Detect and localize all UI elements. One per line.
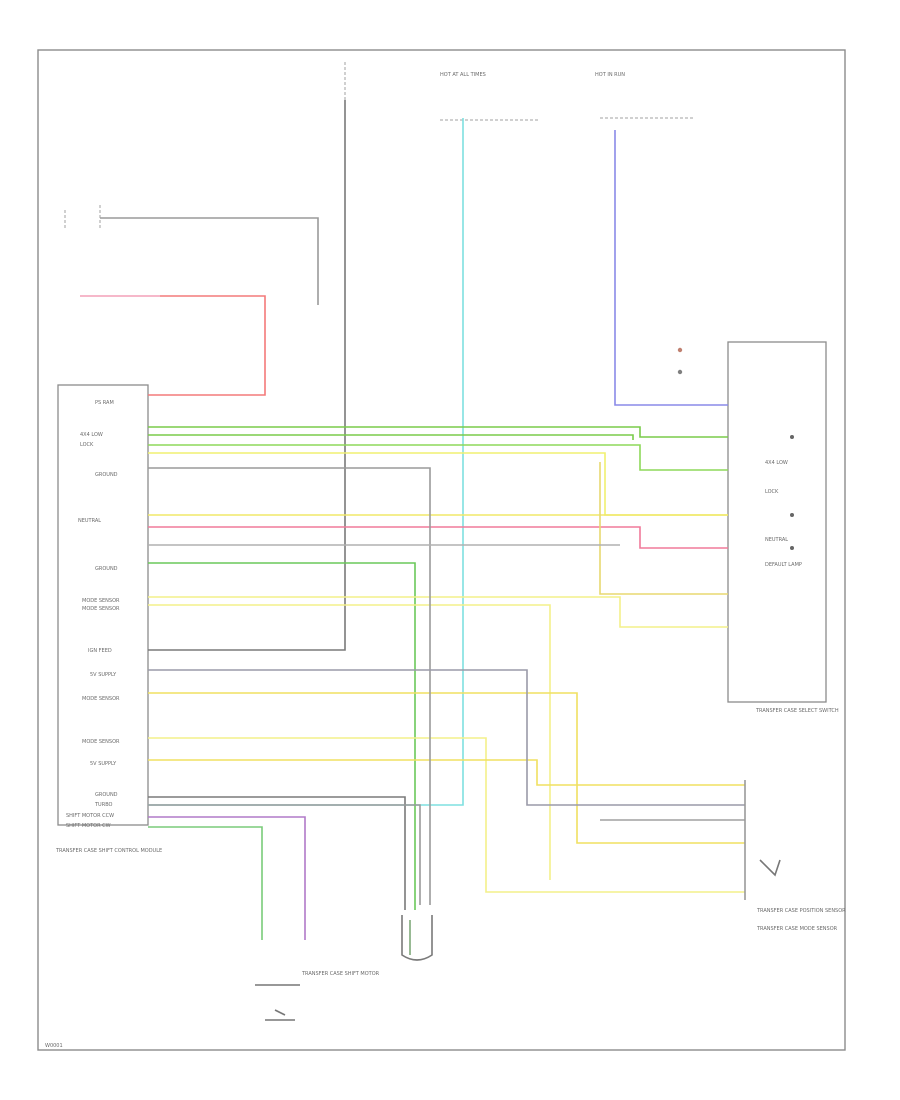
wire-gray-4 [148, 804, 421, 905]
pin-label: 5V SUPPLY [90, 672, 117, 678]
connector-dot [790, 513, 794, 517]
pin-label: GROUND [95, 792, 118, 798]
wire-black-top [148, 100, 346, 651]
wire-yellow-5 [148, 692, 745, 844]
wires [80, 100, 745, 940]
motor-symbol [255, 984, 300, 1021]
pin-label: PS RAM [95, 400, 114, 406]
wire-gray-2 [148, 669, 745, 806]
module-title: TRANSFER CASE SHIFT CONTROL MODULE [55, 848, 162, 854]
cluster-item: NEUTRAL [765, 537, 788, 543]
pin-label: MODE SENSOR [82, 606, 120, 612]
cluster-title: TRANSFER CASE SELECT SWITCH [755, 708, 839, 714]
fuse-top-right-label: HOT IN RUN [595, 72, 625, 78]
diagram-frame [37, 49, 846, 1051]
pin-label: SHIFT MOTOR CW [66, 823, 111, 829]
wire-green-5 [148, 826, 263, 940]
pin-label: LOCK [80, 442, 94, 448]
wire-green-4 [148, 562, 416, 910]
connector-dot [677, 369, 683, 375]
pin-label: NEUTRAL [78, 518, 101, 524]
cluster-item: LOCK [765, 489, 779, 495]
wire-green-1 [148, 426, 728, 438]
pin-label: 5V SUPPLY [90, 761, 117, 767]
cluster-dots [677, 347, 794, 550]
fuse-top-center-label: HOT AT ALL TIMES [440, 72, 486, 78]
sensor-block-title: TRANSFER CASE POSITION SENSOR [756, 908, 846, 914]
footer-id: W0001 [45, 1043, 63, 1049]
wire-yellow-4 [148, 604, 551, 880]
shift-control-module [57, 384, 149, 826]
wire-yellow-1 [148, 452, 728, 516]
wire-yellow-6 [148, 737, 745, 893]
pin-label: MODE SENSOR [82, 739, 120, 745]
pin-label: GROUND [95, 566, 118, 572]
wire-black-junction [100, 217, 319, 305]
module-pin-labels: PS RAM 4X4 LOW LOCK GROUND NEUTRAL GROUN… [66, 400, 120, 829]
wire-purple [148, 816, 306, 940]
cluster-item: 4X4 LOW [765, 460, 788, 466]
wire-blue [614, 130, 728, 406]
connector-dot [677, 347, 683, 353]
pin-label: TURBO [94, 802, 113, 808]
wire-green-3 [148, 444, 728, 471]
wire-yellow-8 [599, 462, 728, 595]
wire-red-lower [148, 526, 728, 549]
pin-label: MODE SENSOR [82, 696, 120, 702]
pin-label: MODE SENSOR [82, 598, 120, 604]
pin-label: IGN FEED [88, 648, 112, 654]
wire-yellow-3 [148, 596, 728, 628]
wire-gray-3 [148, 796, 406, 910]
cluster-item: DEFAULT LAMP [765, 562, 802, 568]
motor-title: TRANSFER CASE SHIFT MOTOR [301, 971, 380, 977]
harness-bundle [401, 915, 433, 961]
connector-dot [790, 435, 794, 439]
wire-gray-1 [148, 467, 431, 905]
bottom-right-label: TRANSFER CASE MODE SENSOR [756, 926, 838, 932]
wire-yellow-7 [148, 759, 745, 786]
pin-label: SHIFT MOTOR CCW [66, 813, 114, 819]
select-switch-cluster [727, 341, 827, 703]
wire-green-2 [148, 434, 634, 440]
sensor-switch [759, 859, 781, 877]
pin-label: GROUND [95, 472, 118, 478]
connector-dot [790, 546, 794, 550]
pin-label: 4X4 LOW [80, 432, 103, 438]
wire-red-upper [148, 295, 266, 396]
